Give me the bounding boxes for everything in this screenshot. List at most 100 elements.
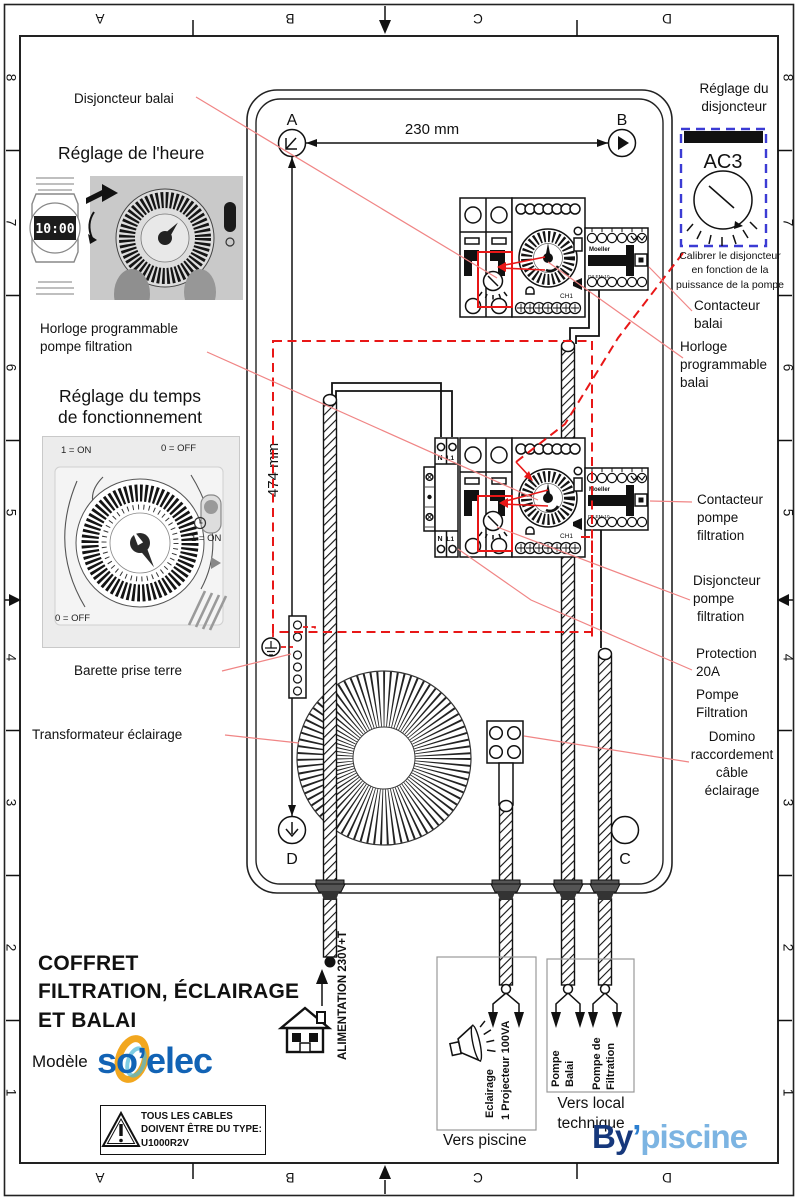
label-domino: Domino raccordement câble éclairage <box>690 729 774 799</box>
ac3-label: AC3 <box>704 151 743 173</box>
zone-letter-top-b: B <box>285 11 295 26</box>
label-brush-timer: Horloge programmable balai <box>680 339 768 391</box>
fork-lighting <box>488 983 524 1028</box>
label-filter-contactor: Contacteur pompe filtration <box>697 492 764 544</box>
label-protection: Protection 20A Pompe Filtration <box>696 646 757 721</box>
zone-letter-bottom-d: D <box>662 1170 672 1185</box>
center-mark-top <box>379 20 391 34</box>
zone-number-left-1: 1 <box>3 1088 19 1097</box>
zone-number-right-7: 7 <box>780 218 796 227</box>
lighting-label-2: 1 Projecteur 100VA <box>500 1020 512 1120</box>
domino-connector <box>486 720 524 806</box>
center-mark-bottom <box>379 1165 391 1179</box>
supply-cable-end <box>324 956 336 968</box>
label-brush-breaker: Disjoncteur balai <box>74 91 174 106</box>
lighting-transformer <box>296 670 472 846</box>
ac3-adjustment-box: AC3 <box>679 127 768 248</box>
fork-filter-pump <box>588 983 622 1028</box>
pool-output-box <box>436 956 537 1131</box>
brush-breaker <box>459 197 513 318</box>
warning-text: TOUS LES CABLES DOIVENT ÊTRE DU TYPE: U1… <box>141 1111 262 1149</box>
brush-pump-label-1: Pompe <box>550 1050 562 1087</box>
supply-arrow <box>316 969 328 984</box>
red-wiring <box>272 251 684 648</box>
earth-bar <box>261 615 307 699</box>
zone-letter-top-d: D <box>662 11 672 26</box>
soelec-wordmark: so’elec <box>97 1040 212 1081</box>
datum-c-label: C <box>619 851 631 868</box>
center-mark-left <box>9 594 21 606</box>
datum-b-label: B <box>617 112 628 129</box>
wiring <box>331 290 602 648</box>
watch-icon: 10:00 <box>29 177 81 295</box>
on-label-top: 1 = ON <box>61 445 92 456</box>
sheet-border <box>3 3 795 1197</box>
brush-timer <box>512 198 585 317</box>
cable-glands <box>314 879 621 900</box>
filter-breaker <box>459 437 513 558</box>
zone-number-left-7: 7 <box>3 218 19 227</box>
label-calibrate-note: Calibrer le disjoncteur en fonction de l… <box>676 250 784 291</box>
duration-setting-title: Réglage du temps de fonctionnement <box>58 386 202 427</box>
on-label-right: 1 = ON <box>191 533 222 544</box>
time-setting-title: Réglage de l'heure <box>58 143 205 163</box>
zone-number-left-8: 8 <box>3 73 19 82</box>
time-setting-photo: 10:00 <box>28 176 243 300</box>
bypiscine-by: By <box>592 1118 633 1155</box>
datum-points: A B D C <box>277 112 640 868</box>
pool-output-label: Vers piscine <box>443 1132 527 1149</box>
width-dimension: 230 mm <box>405 121 459 138</box>
datum-a-label: A <box>287 112 298 129</box>
cable-supply <box>322 401 338 885</box>
off-label-bottom: 0 = OFF <box>55 613 91 624</box>
cable-filter-pump <box>597 655 613 885</box>
zone-letter-bottom-b: B <box>285 1170 295 1185</box>
cable-lighting <box>498 807 514 885</box>
warning-triangle-icon <box>101 1110 141 1147</box>
model-prefix: Modèle <box>32 1052 88 1071</box>
tech-room-output-box <box>546 958 635 1093</box>
brush-contactor <box>584 227 649 291</box>
cable-warning-box: TOUS LES CABLES DOIVENT ÊTRE DU TYPE: U1… <box>100 1105 266 1155</box>
supply-label: ALIMENTATION 230V+T <box>337 931 349 1060</box>
bypiscine-apostrophe: ’ <box>632 1118 641 1155</box>
label-earth-bar: Barette prise terre <box>74 663 183 678</box>
leader-lines <box>195 96 693 763</box>
filter-contactor <box>584 467 649 531</box>
bypiscine-piscine: piscine <box>640 1118 748 1155</box>
zone-number-right-6: 6 <box>780 363 796 372</box>
zone-number-right-5: 5 <box>780 508 796 517</box>
zone-number-left-6: 6 <box>3 363 19 372</box>
zone-letter-top-c: C <box>473 11 483 26</box>
projector-icon <box>449 1020 496 1063</box>
lighting-label-1: Eclairage <box>484 1069 496 1118</box>
house-icon <box>277 969 333 1054</box>
off-label-top: 0 = OFF <box>161 443 197 454</box>
timer-dial-photo <box>114 188 236 300</box>
label-brush-contactor: Contacteur balai <box>694 298 761 332</box>
zone-number-left-4: 4 <box>3 653 19 662</box>
drawing-title: COFFRET FILTRATION, ÉCLAIRAGE ET BALAI <box>38 952 300 1032</box>
pointing-hand-icon <box>86 184 118 244</box>
din-rail-end <box>423 466 436 532</box>
zone-number-right-1: 1 <box>780 1088 796 1097</box>
label-transformer: Transformateur éclairage <box>32 727 183 742</box>
zone-letter-bottom-a: A <box>95 1170 105 1185</box>
filter-pump-label-1: Pompe de <box>591 1037 603 1090</box>
brush-pump-label-2: Balai <box>564 1060 576 1087</box>
zone-number-left-3: 3 <box>3 798 19 807</box>
label-filter-timer: Horloge programmable pompe filtration <box>40 321 179 355</box>
tech-room-label: Vers local technique <box>557 1095 625 1133</box>
zone-letter-bottom-c: C <box>473 1170 483 1185</box>
fork-brush-pump <box>551 983 585 1028</box>
label-filter-breaker: Disjoncteur pompe filtration <box>693 573 761 625</box>
soelec-logo: so’elec <box>95 1032 255 1086</box>
datum-d-label: D <box>286 851 298 868</box>
center-mark-right <box>777 594 789 606</box>
zone-letter-top-a: A <box>95 11 105 26</box>
clock-display: 10:00 <box>35 222 74 237</box>
filter-timer <box>512 438 585 557</box>
output-boxes <box>436 956 635 1131</box>
